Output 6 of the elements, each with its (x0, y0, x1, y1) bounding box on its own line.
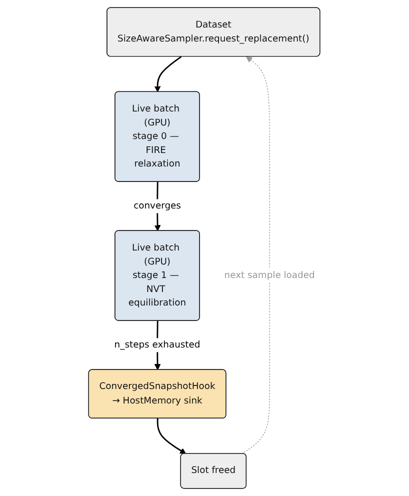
arrow (154, 56, 182, 92)
arrow (242, 56, 270, 454)
arrow (157, 418, 186, 454)
edge-label: converges (134, 200, 182, 212)
edge-label: next sample loaded (224, 270, 316, 281)
edge-label: n_steps exhausted (114, 340, 200, 350)
